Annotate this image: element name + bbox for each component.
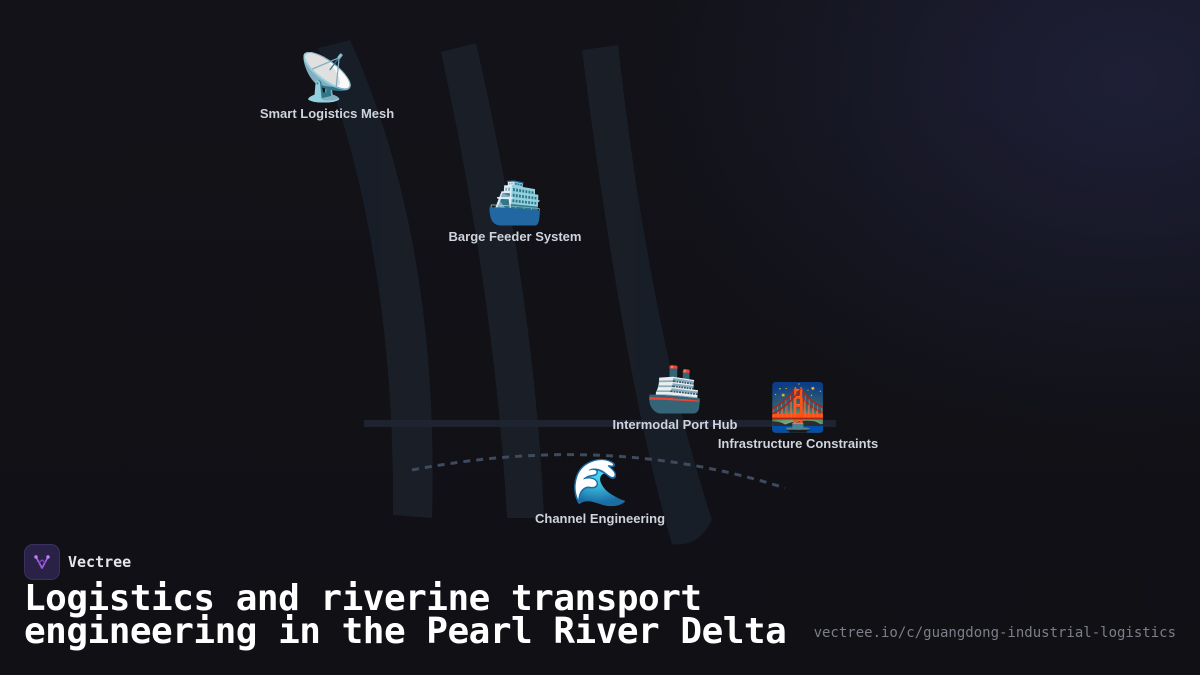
page-title: Logistics and riverine transport enginee…	[24, 578, 787, 652]
river-channel-east	[582, 45, 712, 545]
river-channel-west	[318, 40, 433, 518]
node-barge-feeder-system[interactable]: ⛴️ Barge Feeder System	[449, 175, 582, 244]
brand-name: Vectree	[68, 553, 132, 571]
node-label: Infrastructure Constraints	[717, 436, 879, 451]
node-label: Intermodal Port Hub	[612, 417, 738, 432]
river-channels	[318, 40, 712, 545]
vectree-logo-icon	[24, 544, 60, 580]
bridge-at-night-icon: 🌉	[769, 382, 827, 433]
brand[interactable]: Vectree	[24, 544, 131, 580]
node-smart-logistics-mesh[interactable]: 📡 Smart Logistics Mesh	[260, 52, 394, 121]
node-label: Barge Feeder System	[448, 229, 582, 244]
river-channel-middle	[441, 43, 544, 518]
ferry-icon: ⛴️	[486, 175, 544, 226]
node-channel-engineering[interactable]: 🌊 Channel Engineering	[535, 457, 665, 526]
water-wave-icon: 🌊	[571, 457, 629, 508]
satellite-antenna-icon: 📡	[298, 52, 356, 103]
transport-link-bar	[364, 420, 836, 427]
node-label: Smart Logistics Mesh	[259, 106, 395, 121]
source-url[interactable]: vectree.io/c/guangdong-industrial-logist…	[813, 625, 1176, 641]
node-infrastructure-constraints[interactable]: 🌉 Infrastructure Constraints	[718, 382, 878, 451]
channel-arc-dashed	[411, 453, 786, 490]
tree-branch-icon	[34, 555, 50, 569]
node-label: Channel Engineering	[534, 511, 666, 526]
node-intermodal-port-hub[interactable]: 🚢 Intermodal Port Hub	[613, 363, 738, 432]
ship-icon: 🚢	[646, 363, 704, 414]
